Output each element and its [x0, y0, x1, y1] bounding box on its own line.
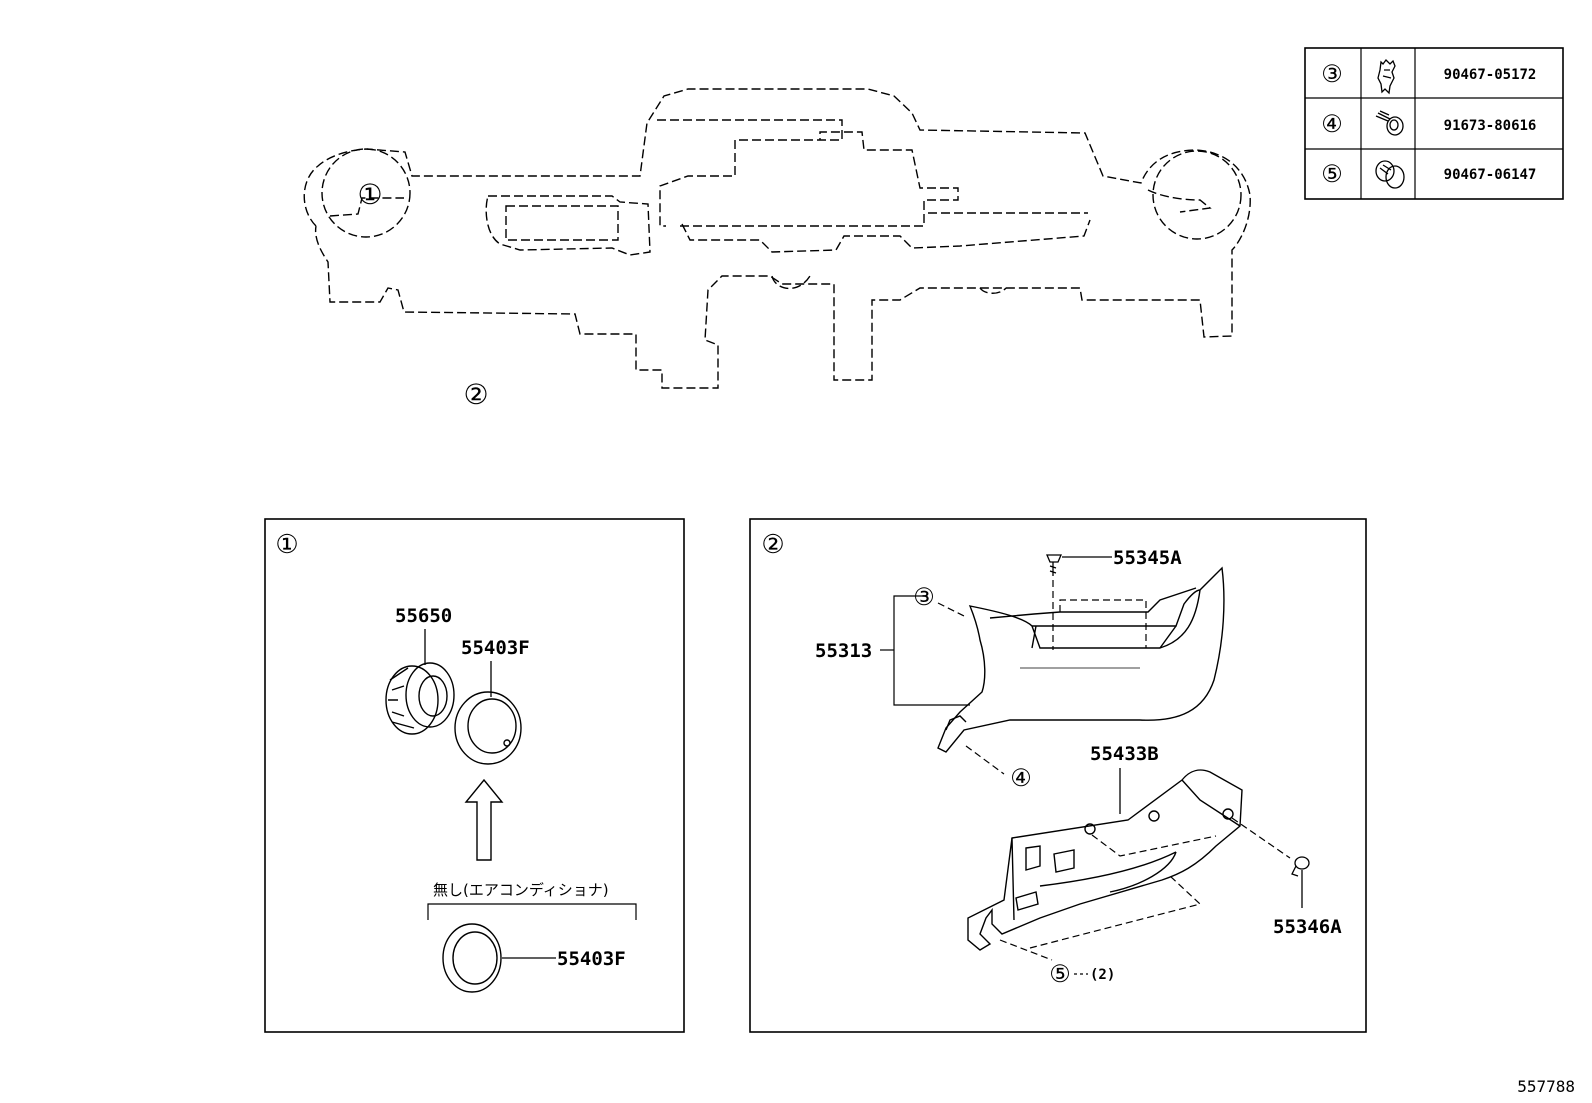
- callout-5-quantity: (2): [1090, 967, 1115, 983]
- detail-panel-2-marker: ②: [761, 530, 784, 560]
- key-row-5-callout: ⑤: [1321, 160, 1343, 188]
- label-55313: 55313: [815, 640, 872, 662]
- detail-panel-1-marker: ①: [275, 530, 298, 560]
- label-55403F-bottom: 55403F: [557, 948, 626, 970]
- glove-box-door-55313: [937, 566, 1225, 753]
- screw-55345A: [1046, 554, 1062, 576]
- clip-icon: [1377, 59, 1396, 95]
- detail-panel-2-frame: [749, 518, 1367, 1033]
- label-55403F-top: 55403F: [461, 637, 530, 659]
- upward-arrow: [464, 778, 504, 861]
- label-55345A: 55345A: [1113, 547, 1182, 569]
- vent-cap-55403F-bottom: [442, 923, 502, 993]
- screw-icon: [1375, 110, 1404, 136]
- air-vent-55650: [385, 662, 455, 735]
- key-row-4-callout: ④: [1321, 110, 1343, 138]
- dashboard-outline: [303, 88, 1251, 389]
- key-row-5-part-number: 90467-06147: [1444, 167, 1537, 183]
- overview-callout-1: ①: [357, 178, 382, 211]
- label-55650: 55650: [395, 605, 452, 627]
- housing-attach-dashes: [999, 817, 1291, 961]
- without-ac-label: 無し(エアコンディショナ): [433, 881, 609, 899]
- label-55433B: 55433B: [1090, 743, 1159, 765]
- key-row-4-part-number: 91673-80616: [1444, 118, 1537, 134]
- label-55346A: 55346A: [1273, 916, 1342, 938]
- callout-3-door: ③: [913, 583, 935, 611]
- glove-box-housing-55433B: [967, 769, 1243, 951]
- diagram-id: 557788: [1517, 1077, 1575, 1096]
- key-row-3-part-number: 90467-05172: [1444, 67, 1537, 83]
- detail-panel-1-frame: [264, 518, 685, 1033]
- callout-5-housing: ⑤: [1049, 960, 1071, 988]
- key-row-3-callout: ③: [1321, 60, 1343, 88]
- fastener-key-table: [1304, 47, 1564, 200]
- push-rivet-icon: [1375, 160, 1405, 189]
- overview-callout-2: ②: [463, 378, 488, 411]
- rivet-55346A: [1291, 856, 1310, 877]
- vent-bezel-55403F-top: [454, 691, 522, 765]
- callout-4-door: ④: [1010, 764, 1032, 792]
- screw-path-dashes: [1052, 580, 1147, 650]
